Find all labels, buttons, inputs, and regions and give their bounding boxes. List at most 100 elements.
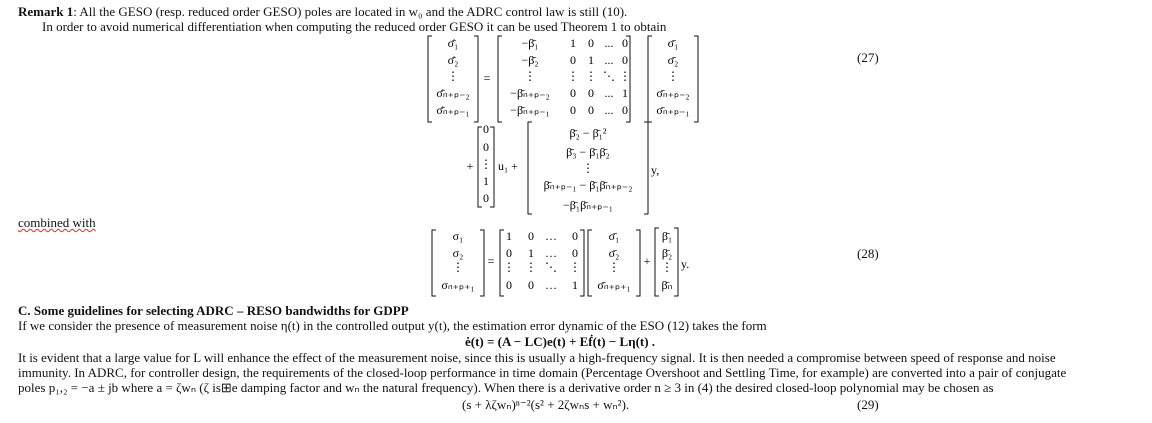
- paragraph-noise: If we consider the presence of measureme…: [18, 318, 767, 333]
- eq28-beta-entry: β̄₂: [662, 246, 672, 260]
- eq28-identity-entry: 1: [506, 229, 512, 243]
- eq28-identity-entry: ⋱: [545, 260, 557, 274]
- eq27-y-entry: ⋮: [582, 161, 594, 175]
- eq27-shift-entry: 0: [570, 86, 576, 100]
- eq27-matrix-bracket: [497, 35, 631, 123]
- eq28-sigma-entry: σ̄₂: [609, 246, 620, 260]
- eq28-plus: +: [644, 254, 651, 268]
- eq27-shift-entry: ⋮: [567, 69, 579, 83]
- section-heading: C. Some guidelines for selecting ADRC – …: [18, 303, 409, 318]
- eq27-u-entry: ⋮: [480, 157, 492, 171]
- eq28-identity-entry: 0: [572, 229, 578, 243]
- eq28-beta-entry: ⋮: [661, 260, 673, 274]
- eq27-beta-entry: −β̄₂: [521, 53, 538, 67]
- eq28-identity-entry: ⋮: [569, 260, 581, 274]
- eq27-shift-entry: 0: [570, 53, 576, 67]
- eq28-beta-entry: β̄₁: [662, 229, 672, 243]
- eq28-identity-entry: ⋮: [525, 260, 537, 274]
- eq27-shift-entry: 0: [588, 86, 594, 100]
- eq27-sigma-entry: σ̄₁: [668, 36, 679, 50]
- eq27-u-label: u₁ +: [498, 159, 518, 173]
- eq28-beta-entry: β̄ₙ: [662, 278, 673, 292]
- eq28-sigma-entry: ⋮: [608, 260, 620, 274]
- paragraph-2-line-3: poles p₁,₂ = −a ± jb where a = ζwₙ (ζ is…: [18, 380, 994, 395]
- equation-27-number: (27): [857, 50, 879, 65]
- eq28-lhs-entry: σ₂: [453, 246, 464, 260]
- eq27-sigma-entry: ⋮: [667, 69, 679, 83]
- eq28-identity-entry: 0: [506, 278, 512, 292]
- eq27-u-entry: 1: [483, 174, 489, 188]
- remark-line: Remark 1: All the GESO (resp. reduced or…: [18, 4, 627, 19]
- eq27-shift-entry: 0: [570, 103, 576, 117]
- eq27-sigma-entry: σ̄ₙ₊ₚ₋₁: [656, 103, 689, 117]
- eq28-equals: =: [488, 254, 495, 268]
- eq27-beta-entry: ⋮: [524, 69, 536, 83]
- eq28-identity-bracket: [499, 229, 585, 297]
- combined-with-text: combined with: [18, 215, 96, 230]
- eq27-shift-entry: ⋮: [585, 69, 597, 83]
- eq27-sigma-bracket: [647, 35, 699, 123]
- eq27-sigma-entry: σ̄ₙ₊ₚ₋₂: [656, 86, 689, 100]
- eq27-u-entry: 0: [483, 140, 489, 154]
- eq27-shift-entry: 1: [588, 53, 594, 67]
- eq28-y-label: y.: [681, 257, 689, 271]
- eq27-shift-entry: ...: [605, 86, 614, 100]
- equation-27-body: σ̇̄₁σ̇̄₂⋮σ̇̄ₙ₊ₚ₋₂σ̇̄ₙ₊ₚ₋₁=−β̄₁−β̄₂⋮−β̄ₙ₊…: [427, 35, 699, 297]
- eq27-shift-entry: ...: [605, 36, 614, 50]
- eq27-y-entry: β̄₂ − β̄₁²: [570, 126, 607, 140]
- paragraph-2-line-1: It is evident that a large value for L w…: [18, 350, 1056, 365]
- eq27-lhs-entry: σ̇̄ₙ₊ₚ₋₂: [436, 86, 469, 100]
- paragraph-2-line-2: immunity. In ADRC, for controller design…: [18, 365, 1067, 380]
- eq27-y-bracket: [527, 121, 649, 215]
- equation-27: σ̇̄₁σ̇̄₂⋮σ̇̄ₙ₊ₚ₋₂σ̇̄ₙ₊ₚ₋₁=−β̄₁−β̄₂⋮−β̄ₙ₊…: [427, 35, 699, 297]
- eq27-plus: +: [467, 159, 474, 173]
- eq28-identity-entry: …: [545, 229, 557, 243]
- eq28-identity-entry: …: [545, 278, 557, 292]
- eq27-shift-entry: 0: [622, 53, 628, 67]
- eq27-beta-entry: −β̄ₙ₊ₚ₋₂: [510, 86, 550, 100]
- eq27-y-label: y,: [651, 163, 659, 177]
- eq28-identity-entry: 0: [528, 229, 534, 243]
- eq28-identity-entry: 0: [506, 246, 512, 260]
- eq28-identity-entry: 0: [528, 278, 534, 292]
- eq28-identity-entry: ⋮: [503, 260, 515, 274]
- error-dynamics-equation: ė(t) = (A − LC)e(t) + Eḟ(t) − Lη(t) .: [465, 334, 656, 349]
- eq27-shift-entry: 0: [588, 103, 594, 117]
- eq27-shift-entry: 1: [622, 86, 628, 100]
- eq27-lhs-bracket: [427, 35, 479, 123]
- eq28-lhs-entry: σₙ₊ₚ₊₁: [441, 278, 474, 292]
- remark-label: Remark 1: [18, 4, 74, 19]
- eq27-shift-entry: ...: [605, 103, 614, 117]
- eq27-lhs-entry: σ̇̄₁: [448, 36, 459, 50]
- eq27-shift-entry: 1: [570, 36, 576, 50]
- eq27-y-entry: β̄₃ − β̄₁β̄₂: [566, 145, 610, 159]
- eq27-lhs-entry: ⋮: [447, 69, 459, 83]
- eq28-lhs-entry: σ₁: [453, 229, 464, 243]
- eq28-sigma-entry: σ̄₁: [609, 229, 620, 243]
- eq27-beta-entry: −β̄₁: [521, 36, 538, 50]
- eq27-shift-entry: ...: [605, 53, 614, 67]
- eq27-u-entry: 0: [483, 122, 489, 136]
- remark-text: : All the GESO (resp. reduced order GESO…: [73, 4, 628, 19]
- eq27-sigma-entry: σ̄₂: [668, 53, 679, 67]
- eq27-equals: =: [484, 71, 491, 85]
- eq27-u-bracket: [477, 126, 495, 208]
- eq27-lhs-entry: σ̇̄₂: [448, 53, 459, 67]
- eq28-identity-entry: …: [545, 246, 557, 260]
- eq27-y-entry: β̄ₙ₊ₚ₋₁ − β̄₁β̄ₙ₊ₚ₋₂: [544, 178, 633, 192]
- eq28-sigma-entry: σ̄ₙ₊ₚ₊₁: [597, 278, 630, 292]
- eq27-shift-entry: ⋮: [619, 69, 631, 83]
- eq27-y-entry: −β̄₁β̄ₙ₊ₚ₋₁: [563, 198, 613, 212]
- eq27-shift-entry: ⋱: [603, 69, 615, 83]
- eq28-identity-entry: 1: [572, 278, 578, 292]
- eq27-u-entry: 0: [483, 191, 489, 205]
- equation-29: (s + λζwₙ)ⁿ⁻²(s² + 2ζwₙs + wₙ²).: [462, 397, 630, 412]
- eq27-shift-entry: 0: [588, 36, 594, 50]
- remark-line-2: In order to avoid numerical differentiat…: [42, 19, 667, 34]
- eq28-beta-bracket: [654, 227, 679, 297]
- eq28-identity-entry: 1: [528, 246, 534, 260]
- eq27-shift-entry: 0: [622, 36, 628, 50]
- eq28-identity-entry: 0: [572, 246, 578, 260]
- eq27-beta-entry: −β̄ₙ₊ₚ₋₁: [510, 103, 550, 117]
- equation-28-number: (28): [857, 246, 879, 261]
